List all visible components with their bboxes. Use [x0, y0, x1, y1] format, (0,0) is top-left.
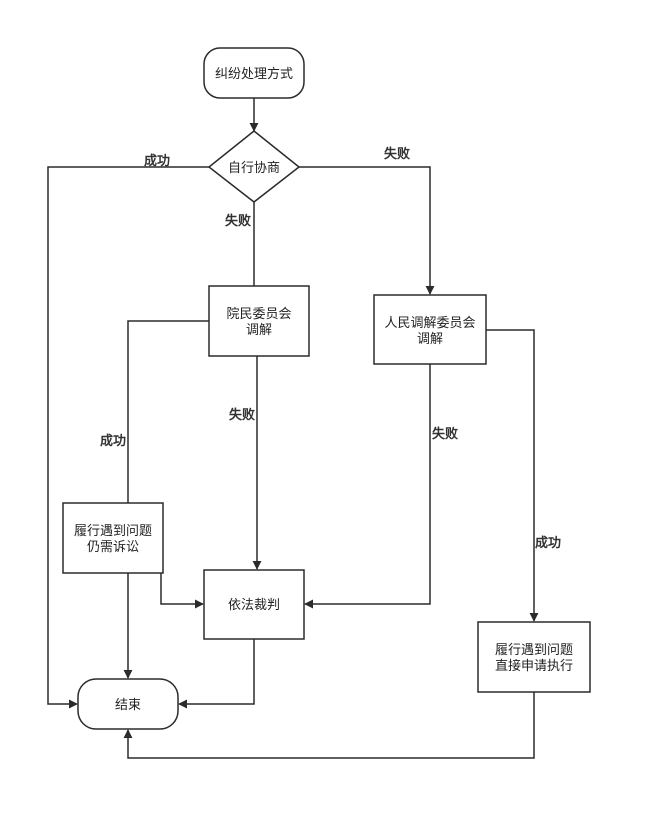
label-negotiate-fail-right: 失败	[384, 146, 410, 162]
node-judgment-label: 依法裁判	[228, 597, 280, 613]
edge-litigate-to-judgment	[160, 573, 204, 609]
node-negotiate: 自行协商	[207, 130, 301, 203]
node-apply-execution-line2: 直接申请执行	[495, 658, 573, 674]
edge-people-fail-to-judgment	[304, 364, 431, 609]
label-people-success: 成功	[535, 535, 561, 551]
node-still-litigate-line2: 仍需诉讼	[87, 540, 139, 555]
label-negotiate-success: 成功	[144, 153, 170, 169]
edge-negotiate-success-to-end	[47, 166, 209, 709]
node-people-committee-line1: 人民调解委员会	[384, 316, 475, 331]
node-start: 纠纷处理方式	[203, 47, 305, 99]
node-people-committee-line2: 调解	[417, 332, 443, 347]
node-negotiate-label: 自行协商	[228, 161, 280, 176]
edges	[47, 98, 539, 759]
edge-labels: 成功 失败 失败 成功 失败 失败 成功	[100, 146, 561, 551]
node-people-committee: 人民调解委员会 调解	[373, 294, 487, 365]
edge-negotiate-fail-to-people-committee	[299, 166, 435, 295]
label-negotiate-fail-down: 失败	[225, 213, 251, 229]
node-apply-execution-line1: 履行遇到问题	[495, 643, 573, 658]
node-start-label: 纠纷处理方式	[215, 66, 293, 82]
edge-execution-to-end	[123, 692, 535, 759]
edge-hospital-success-to-litigate	[127, 320, 209, 503]
label-hospital-fail: 失败	[229, 407, 255, 423]
label-people-fail: 失败	[432, 426, 458, 442]
node-hospital-committee: 院民委员会 调解	[208, 285, 310, 357]
edge-people-success-to-execution	[486, 329, 539, 622]
node-hospital-committee-line1: 院民委员会	[226, 307, 291, 322]
node-end-label: 结束	[115, 698, 141, 713]
node-still-litigate-line1: 履行遇到问题	[74, 524, 152, 539]
edge-judgment-to-end	[178, 639, 255, 709]
node-judgment: 依法裁判	[203, 569, 305, 640]
node-end: 结束	[77, 678, 179, 730]
node-apply-execution: 履行遇到问题 直接申请执行	[477, 621, 591, 693]
node-still-litigate: 履行遇到问题 仍需诉讼	[62, 502, 164, 574]
node-hospital-committee-line2: 调解	[246, 323, 272, 338]
label-hospital-success: 成功	[100, 433, 126, 449]
